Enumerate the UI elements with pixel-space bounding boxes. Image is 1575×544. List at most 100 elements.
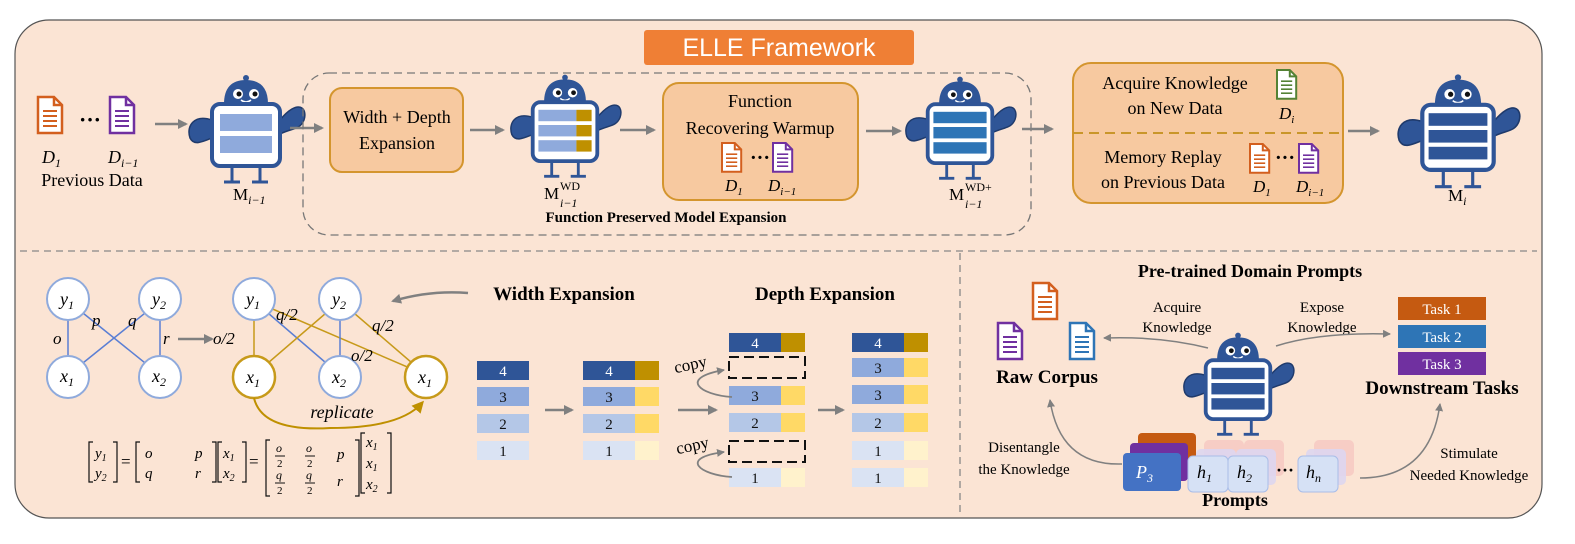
- warmup-line1: Function: [728, 91, 792, 111]
- document-icon-corpus-orange: [1031, 281, 1059, 321]
- layer-block-original-3: 3: [477, 387, 529, 406]
- weight-o2-left: o/2: [213, 329, 235, 348]
- warmup-box: [662, 82, 859, 201]
- function-preserved-caption: Function Preserved Model Expansion: [546, 210, 788, 226]
- model-prev-label: Mi−1: [233, 185, 266, 207]
- weight-o2-right: o/2: [351, 346, 373, 365]
- weight-r: r: [163, 329, 170, 348]
- prompt-h2-label: h2: [1237, 462, 1252, 485]
- task-1-badge: [1398, 297, 1486, 320]
- svg-text:3: 3: [874, 388, 882, 404]
- node-x2: [138, 355, 182, 399]
- acquire-line1: Acquire Knowledge: [1102, 73, 1247, 93]
- layer-block-final-0: 4: [852, 333, 928, 352]
- document-icon-replay-d1: [1248, 142, 1271, 174]
- node-y1-label: y1: [58, 289, 74, 312]
- arrow-stimulate: [1359, 403, 1444, 479]
- layer-block-depth-3: 3: [729, 386, 805, 405]
- label-d1: D1: [41, 147, 61, 170]
- layer-block-original-1: 1: [477, 441, 529, 460]
- warmup-label-di-1: Di−1: [767, 176, 796, 198]
- downstream-tasks-label: Downstream Tasks: [1365, 378, 1518, 399]
- svg-text:4: 4: [499, 364, 507, 380]
- svg-text:3: 3: [605, 390, 613, 406]
- copy-slot-upper: [728, 356, 806, 379]
- prompts-label: Prompts: [1202, 490, 1268, 510]
- network-after-expansion: [231, 277, 449, 430]
- prompt-hn-label: hn: [1306, 462, 1321, 485]
- layer-block-width-4: 4: [583, 361, 659, 380]
- document-icon-replay-di-1: [1297, 142, 1320, 174]
- replay-label-d1: D1: [1252, 177, 1271, 199]
- copy-arrow-upper: [697, 367, 733, 398]
- layer-block-original-2: 2: [477, 414, 529, 433]
- robot-model-final: [1397, 74, 1521, 189]
- arrow-to-width-expansion: [391, 291, 469, 304]
- node-y2-expanded: [318, 277, 362, 321]
- arrow-disentangle: [1047, 399, 1123, 465]
- document-icon-corpus-blue: [1068, 321, 1096, 361]
- node-x1-expanded-label: x1: [245, 367, 260, 390]
- layer-block-final-4: 1: [852, 441, 928, 460]
- document-icon-di-1: [108, 95, 136, 135]
- arrow-acquire: [1103, 333, 1209, 349]
- document-icon-corpus-purple: [996, 321, 1024, 361]
- warmup-label-d1: D1: [724, 176, 743, 198]
- function-preserved-group: [302, 72, 1032, 236]
- node-x1-label: x1: [59, 366, 74, 389]
- svg-text:3: 3: [874, 361, 882, 377]
- svg-text:2: 2: [277, 458, 283, 470]
- prompt-cards: [1123, 433, 1354, 493]
- robot-model-prev: [188, 75, 306, 184]
- svg-text:p: p: [194, 446, 203, 462]
- acquire-label-di: Di: [1278, 104, 1294, 126]
- node-y1-expanded: [232, 277, 276, 321]
- svg-text:4: 4: [874, 336, 882, 352]
- copy-slot-lower: [728, 440, 806, 463]
- svg-text:q: q: [145, 466, 153, 482]
- node-y2: [138, 277, 182, 321]
- prompt-p3-label: P3: [1135, 462, 1153, 485]
- svg-text:2: 2: [277, 485, 283, 497]
- svg-text:4: 4: [605, 364, 613, 380]
- svg-text:3: 3: [499, 390, 507, 406]
- node-x2-expanded: [318, 355, 362, 399]
- network-before-expansion: [46, 277, 182, 399]
- width-expansion-title: Width Expansion: [493, 284, 635, 305]
- svg-text:=: =: [249, 452, 259, 471]
- svg-text:=: =: [121, 452, 131, 471]
- title-badge: [644, 30, 914, 65]
- layer-block-width-2: 2: [583, 414, 659, 433]
- layer-block-depth-1: 1: [729, 468, 805, 487]
- replicate-arrow: [253, 397, 424, 430]
- svg-text:r: r: [195, 466, 201, 482]
- layer-block-width-1: 1: [583, 441, 659, 460]
- svg-text:1: 1: [874, 471, 882, 487]
- layer-block-depth-4: 4: [729, 333, 805, 352]
- layer-block-final-3: 2: [852, 413, 928, 432]
- task-2-label: Task 2: [1422, 330, 1461, 346]
- svg-text:4: 4: [751, 336, 759, 352]
- arrow-expose: [1275, 329, 1391, 347]
- expansion-box: [329, 87, 464, 173]
- node-y2-expanded-label: y2: [330, 289, 346, 312]
- replicate-label: replicate: [310, 402, 373, 422]
- title: ELLE Framework: [682, 34, 876, 62]
- replay-label-di-1: Di−1: [1295, 177, 1324, 199]
- weight-p: p: [91, 311, 101, 330]
- layer-block-original-4: 4: [477, 361, 529, 380]
- replay-dots: ···: [1275, 147, 1295, 169]
- svg-text:q: q: [276, 468, 282, 482]
- layer-block-depth-2: 2: [729, 413, 805, 432]
- svg-text:o: o: [306, 441, 312, 455]
- node-y2-label: y2: [150, 289, 166, 312]
- weight-q: q: [128, 311, 137, 330]
- weight-o: o: [53, 329, 62, 348]
- svg-text:1: 1: [605, 444, 613, 460]
- svg-text:3: 3: [751, 389, 759, 405]
- svg-text:2: 2: [751, 416, 759, 432]
